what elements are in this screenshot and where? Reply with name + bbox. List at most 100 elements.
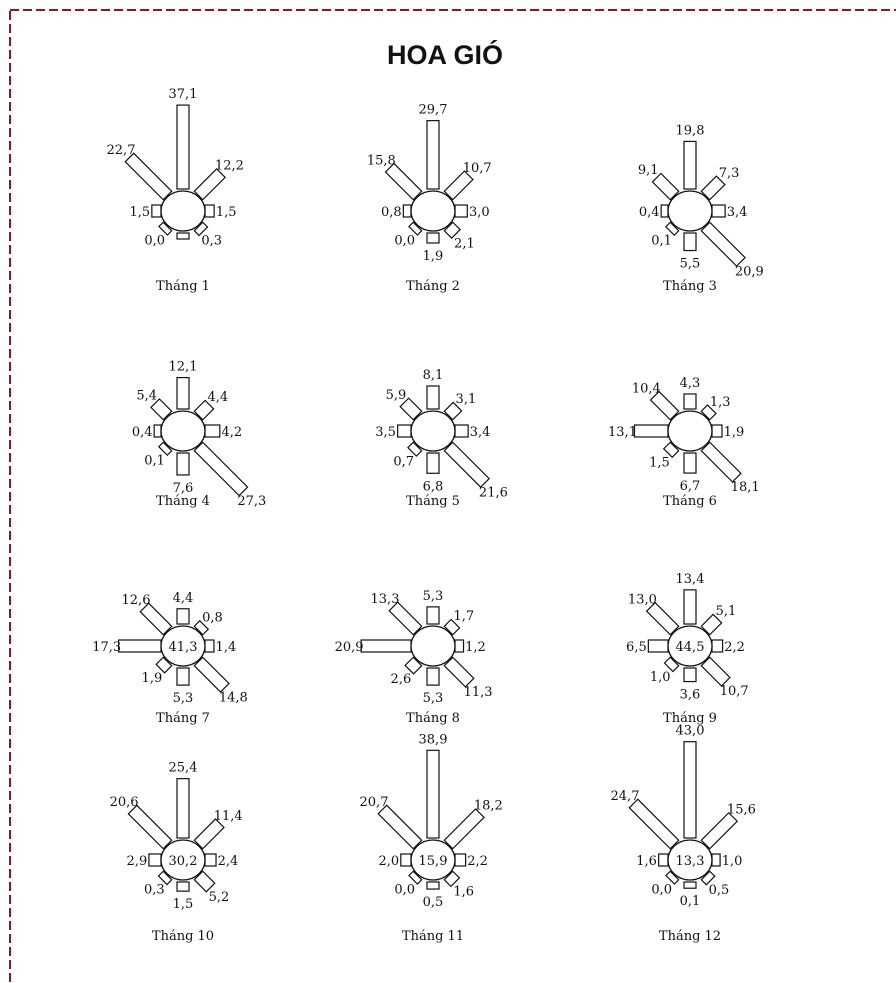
wind-value-e: 3,0 xyxy=(469,205,490,220)
wind-bar-sw xyxy=(158,221,173,236)
wind-bar-se xyxy=(443,656,475,688)
wind-bar-sw xyxy=(408,870,423,885)
month-caption: Tháng 7 xyxy=(156,711,210,726)
wind-bar-s xyxy=(426,452,440,474)
wind-value-nw: 13,0 xyxy=(628,592,657,607)
wind-value-e: 2,4 xyxy=(218,854,239,869)
wind-bar-nw xyxy=(377,804,423,850)
month-caption: Tháng 1 xyxy=(156,279,210,294)
wind-value-sw: 1,5 xyxy=(649,456,670,471)
wind-bar-w xyxy=(118,639,162,653)
wind-bar-se xyxy=(700,441,742,483)
wind-bar-e xyxy=(204,639,215,653)
wind-bar-nw xyxy=(388,601,423,636)
wind-bar-se xyxy=(443,441,490,488)
wind-bar-n xyxy=(176,104,190,190)
wind-bar-n xyxy=(683,741,697,839)
wind-bar-s xyxy=(176,667,190,686)
wind-value-se: 0,3 xyxy=(201,234,222,249)
wind-bar-ne xyxy=(700,811,739,850)
calm-circle xyxy=(160,190,206,232)
calm-circle xyxy=(160,410,206,452)
wind-value-s: 0,1 xyxy=(680,894,701,909)
wind-bar-sw xyxy=(157,870,173,886)
wind-bar-ne xyxy=(700,404,717,421)
wind-bar-s xyxy=(426,881,440,890)
wind-bar-e xyxy=(711,204,726,218)
wind-bar-e xyxy=(711,424,723,438)
wind-bar-s xyxy=(176,881,190,892)
wind-value-e: 1,4 xyxy=(216,640,237,655)
wind-value-w: 2,9 xyxy=(127,854,148,869)
wind-value-nw: 20,6 xyxy=(110,795,139,810)
month-caption: Tháng 3 xyxy=(663,279,717,294)
calm-circle xyxy=(160,625,206,667)
wind-value-sw: 2,6 xyxy=(391,672,412,687)
wind-bar-e xyxy=(204,204,215,218)
wind-value-ne: 3,1 xyxy=(456,392,477,407)
wind-bar-w xyxy=(647,639,669,653)
wind-value-nw: 9,1 xyxy=(638,163,659,178)
wind-bar-n xyxy=(176,608,190,625)
wind-value-s: 6,7 xyxy=(680,479,701,494)
wind-bar-sw xyxy=(407,441,423,457)
wind-bar-s xyxy=(426,667,440,686)
wind-value-nw: 13,3 xyxy=(371,592,400,607)
calm-circle xyxy=(410,625,456,667)
wind-bar-se xyxy=(193,221,209,237)
calm-value: 13,3 xyxy=(676,854,705,869)
wind-bar-sw xyxy=(157,441,173,457)
wind-value-se: 20,9 xyxy=(735,264,764,279)
wind-value-w: 6,5 xyxy=(626,640,647,655)
wind-bar-se xyxy=(700,221,746,267)
wind-value-se: 11,3 xyxy=(464,685,493,700)
month-caption: Tháng 4 xyxy=(156,494,210,509)
wind-bar-se xyxy=(443,221,462,240)
wind-value-s: 3,6 xyxy=(680,688,701,703)
wind-value-w: 1,5 xyxy=(129,205,150,220)
wind-value-n: 38,9 xyxy=(419,732,448,747)
calm-value: 41,3 xyxy=(169,640,198,655)
calm-circle xyxy=(160,839,206,881)
wind-value-e: 1,9 xyxy=(724,425,745,440)
calm-circle xyxy=(667,839,713,881)
wind-value-nw: 15,8 xyxy=(367,153,396,168)
wind-bar-e xyxy=(454,204,468,218)
wind-bar-s xyxy=(176,452,190,476)
wind-value-w: 13,1 xyxy=(608,425,637,440)
page-border xyxy=(9,9,896,983)
wind-value-nw: 5,4 xyxy=(136,389,157,404)
wind-bar-se xyxy=(700,870,716,886)
wind-bar-sw xyxy=(404,656,423,675)
wind-value-e: 3,4 xyxy=(470,425,491,440)
wind-bar-nw xyxy=(645,601,680,636)
wind-bar-sw xyxy=(662,441,680,459)
wind-bar-s xyxy=(426,232,440,244)
wind-bar-ne xyxy=(193,619,210,636)
wind-value-sw: 0,1 xyxy=(651,233,672,248)
wind-value-w: 17,3 xyxy=(92,640,121,655)
wind-value-s: 5,5 xyxy=(680,257,701,272)
wind-bar-se xyxy=(193,656,230,693)
wind-bar-se xyxy=(443,870,461,888)
wind-value-nw: 22,7 xyxy=(107,143,136,158)
month-caption: Tháng 11 xyxy=(402,929,464,944)
wind-value-ne: 18,2 xyxy=(474,799,503,814)
wind-bar-n xyxy=(683,140,697,190)
wind-value-n: 5,3 xyxy=(423,589,444,604)
wind-bar-n xyxy=(426,606,440,625)
wind-value-sw: 1,9 xyxy=(142,671,163,686)
wind-value-s: 5,3 xyxy=(423,691,444,706)
wind-value-w: 3,5 xyxy=(375,425,396,440)
wind-value-n: 37,1 xyxy=(169,87,198,102)
wind-value-n: 19,8 xyxy=(676,123,705,138)
wind-value-n: 4,3 xyxy=(680,376,701,391)
calm-circle xyxy=(410,190,456,232)
wind-bar-w xyxy=(397,424,412,438)
wind-bar-nw xyxy=(139,602,173,636)
